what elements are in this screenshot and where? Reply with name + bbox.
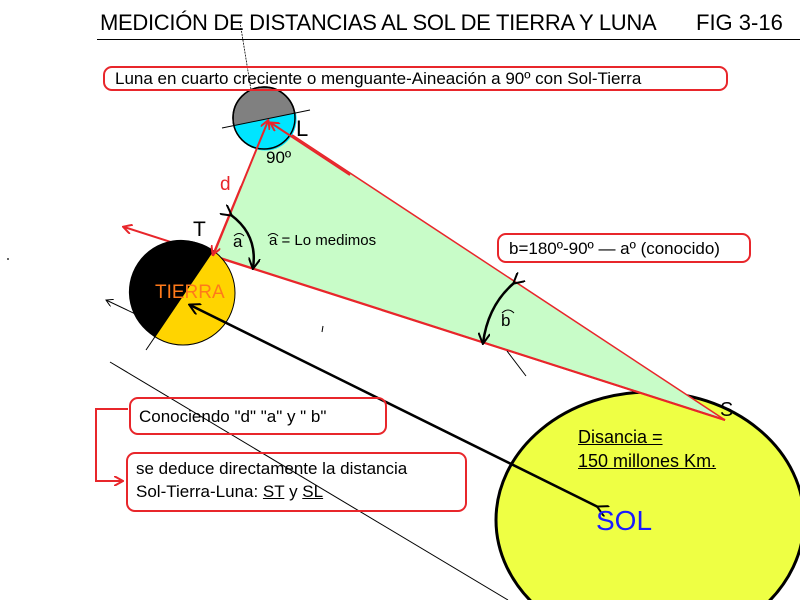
hat-a [233, 233, 245, 237]
segment-ls-arrow [271, 123, 351, 176]
angle-a-label: a [233, 232, 243, 251]
bracket-connector [95, 408, 128, 481]
moon-phase-callout: Luna en cuarto creciente o menguante-Ain… [103, 66, 728, 91]
sun-body [494, 390, 800, 600]
line-ls [267, 118, 726, 421]
sun-name-label: SOL [596, 505, 653, 536]
sun-distance-label: Disancia = 150 millones Km. [578, 425, 716, 473]
deduce-and: y [284, 482, 303, 501]
moon-body [221, 86, 311, 151]
earth-point-label: T [193, 218, 206, 241]
distance-st: ST [262, 482, 285, 501]
known-values-text: Conociendo "d" "a" y " b" [139, 407, 327, 426]
deduce-prefix: Sol-Tierra-Luna: [136, 482, 263, 501]
figure-number: FIG 3-16 [696, 10, 783, 35]
sun-earth-arrow [190, 305, 598, 507]
stray-tick [321, 325, 324, 333]
page-title: MEDICIÓN DE DISTANCIAS AL SOL DE TIERRA … [100, 10, 657, 35]
deduce-line2: Sol-Tierra-Luna: ST y SL [136, 480, 465, 503]
angle-b-label: b [501, 311, 511, 330]
sun-point-label: S [720, 399, 734, 421]
distance-d-label: d [220, 174, 231, 195]
right-angle-label: 90º [266, 148, 292, 167]
earth-body [128, 239, 236, 351]
angle-a-definition: a = Lo medimos [269, 232, 377, 249]
angle-b-formula-text: b=180º-90º — aº (conocido) [509, 239, 720, 258]
pointer-line [239, 21, 253, 97]
angle-b-formula-callout: b=180º-90º — aº (conocido) [497, 233, 751, 263]
stray-dot [7, 258, 9, 260]
hat-a-def [267, 233, 279, 237]
angle-a-arc [231, 215, 254, 268]
moon-phase-text: Luna en cuarto creciente o menguante-Ain… [115, 69, 642, 88]
hat-b [501, 309, 515, 314]
sun-distance-line1: Disancia = [578, 427, 663, 447]
distance-sl: SL [302, 482, 324, 501]
title-underline [97, 39, 800, 40]
earth-name-label: TIERRA [155, 282, 225, 303]
moon-point-label: L [296, 116, 309, 141]
deduce-distance-callout: se deduce directamente la distancia Sol-… [126, 452, 467, 512]
deduce-line1: se deduce directamente la distancia [136, 459, 408, 478]
sun-distance-line2: 150 millones Km. [578, 451, 717, 471]
known-values-callout: Conociendo "d" "a" y " b" [129, 397, 387, 435]
